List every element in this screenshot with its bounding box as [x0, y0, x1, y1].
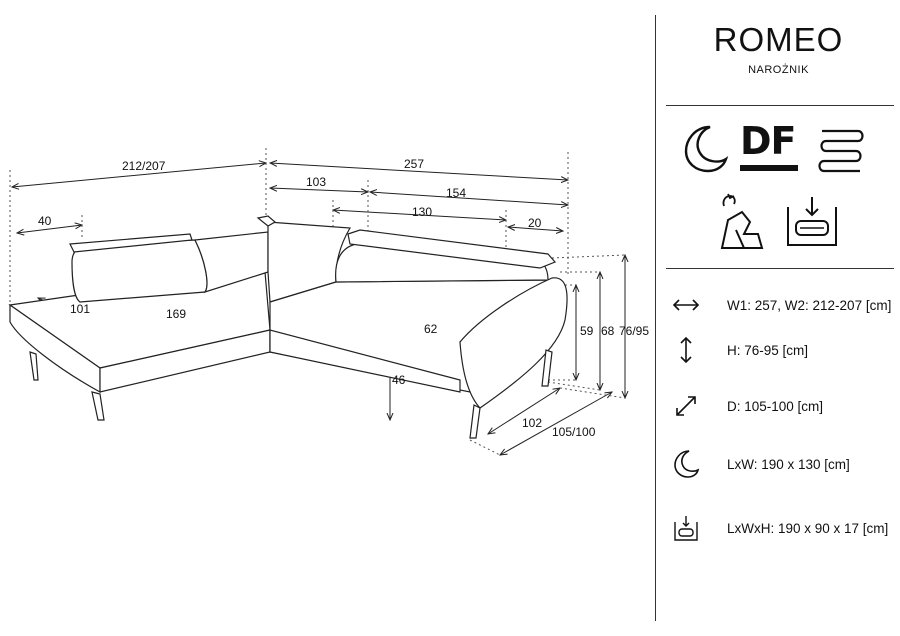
spec-width-text: W1: 257, W2: 212-207 [cm] — [727, 297, 892, 313]
dim-46: 46 — [392, 373, 406, 387]
sleep-function-icon — [684, 125, 729, 173]
spec-width: W1: 257, W2: 212-207 [cm] — [671, 290, 899, 320]
bedding-container-icon — [787, 197, 837, 246]
adjustable-headrest-icon — [720, 193, 764, 249]
dim-40: 40 — [38, 214, 52, 228]
sofa-technical-drawing: 212/207 257 103 154 130 20 40 101 169 62… — [8, 148, 649, 636]
sleep-area-icon — [671, 449, 701, 479]
dim-total-right: 257 — [404, 157, 424, 171]
springs-icon — [818, 129, 864, 173]
product-type: NAROŻNIK — [748, 64, 809, 76]
height-arrow-icon — [671, 335, 701, 365]
dim-59: 59 — [580, 324, 594, 338]
dim-102: 102 — [522, 416, 542, 430]
df-logo-text: DF — [740, 119, 797, 163]
dim-105-100: 105/100 — [552, 425, 596, 439]
dimension-lines — [12, 163, 625, 455]
product-info-panel: ROMEO NAROŻNIK DF — [655, 15, 900, 621]
depth-arrow-icon — [671, 391, 701, 421]
spec-sleep-area: LxW: 190 x 130 [cm] — [671, 449, 899, 479]
dimension-labels: 212/207 257 103 154 130 20 40 101 169 62… — [38, 157, 649, 439]
dim-169: 169 — [166, 307, 186, 321]
spec-depth: D: 105-100 [cm] — [671, 391, 899, 421]
container-icon — [671, 513, 701, 543]
dim-101: 101 — [70, 302, 90, 316]
divider — [666, 268, 894, 269]
product-name: ROMEO — [713, 21, 844, 58]
divider — [666, 105, 894, 106]
dim-154: 154 — [446, 186, 466, 200]
spec-height-text: H: 76-95 [cm] — [727, 342, 809, 358]
dim-76-95: 76/95 — [619, 324, 649, 338]
dim-68: 68 — [601, 324, 615, 338]
dim-62: 62 — [424, 322, 438, 336]
feature-icons: DF — [656, 115, 900, 265]
brand-block: ROMEO NAROŻNIK — [656, 21, 900, 76]
sofa-outline — [8, 215, 568, 439]
dim-130: 130 — [412, 205, 432, 219]
dim-total-left: 212/207 — [122, 159, 166, 173]
spec-container-text: LxWxH: 190 x 90 x 17 [cm] — [727, 520, 889, 536]
df-logo-icon: DF — [740, 121, 800, 177]
width-arrow-icon — [671, 290, 701, 320]
dim-20: 20 — [528, 216, 542, 230]
spec-sleep-area-text: LxW: 190 x 130 [cm] — [727, 456, 850, 472]
spec-depth-text: D: 105-100 [cm] — [727, 398, 824, 414]
spec-container: LxWxH: 190 x 90 x 17 [cm] — [671, 513, 899, 543]
dim-103: 103 — [306, 175, 326, 189]
spec-height: H: 76-95 [cm] — [671, 335, 899, 365]
